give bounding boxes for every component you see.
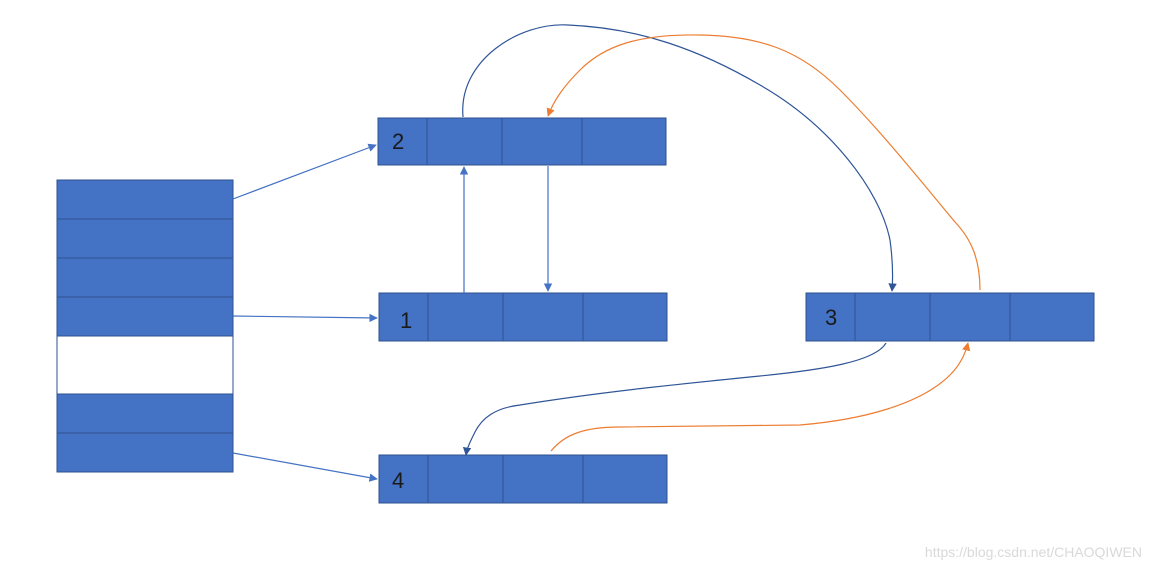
table-row (56, 296, 234, 337)
node-1-cell (502, 292, 584, 342)
node-4-cell (427, 454, 504, 504)
node-1: 1 (378, 292, 668, 342)
table-row (56, 393, 234, 434)
node-3-label: 3 (825, 305, 837, 330)
node-4-label: 4 (392, 468, 404, 493)
node-4-cell (502, 454, 584, 504)
arrow-table-to-node-2 (232, 143, 377, 200)
node-3: 3 (805, 292, 1095, 342)
slot-table (56, 179, 234, 473)
table-row (56, 432, 234, 473)
node-2-cell (426, 117, 503, 166)
node-2-label: 2 (392, 129, 404, 154)
table-row-empty (56, 335, 234, 395)
node-4-cell (582, 454, 668, 504)
table-row (56, 179, 234, 220)
table-row (56, 257, 234, 298)
curve-node-3-to-node-4 (462, 342, 887, 456)
curve-node-2-to-node-3 (462, 24, 897, 292)
node-2-id-cell (377, 117, 428, 166)
node-2-cell (501, 117, 583, 166)
node-3-id-cell (805, 292, 856, 342)
node-1-id-cell (378, 292, 429, 342)
watermark: https://blog.csdn.net/CHAOQIWEN (924, 544, 1142, 560)
node-4: 4 (378, 454, 668, 504)
node-2-cell (581, 117, 667, 166)
arrow-table-to-node-1 (232, 313, 378, 323)
node-1-cell (427, 292, 504, 342)
node-3-cell (929, 292, 1011, 342)
node-3-cell (854, 292, 931, 342)
table-row (56, 218, 234, 259)
node-1-label: 1 (400, 308, 412, 333)
curve-node-4-to-node-3 (550, 342, 971, 452)
arrow-table-to-node-4 (232, 452, 378, 482)
node-2: 2 (377, 117, 667, 166)
node-1-cell (582, 292, 668, 342)
node-3-cell (1009, 292, 1095, 342)
curve-node-3-to-node-2 (546, 34, 981, 291)
